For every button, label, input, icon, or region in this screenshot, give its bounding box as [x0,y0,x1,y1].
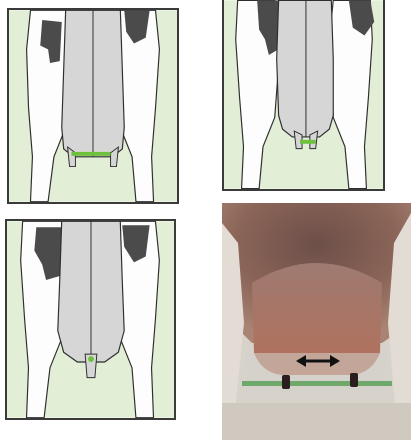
cow-rear-illustration [9,10,177,202]
illustration-panel-top-left [7,8,179,204]
udder-floor-marker [300,140,316,144]
illustration-panel-bottom-left [5,219,176,420]
teat-left [282,375,290,389]
pen-rail [242,381,392,386]
ground [222,403,411,440]
udder-floor-marker [88,356,94,362]
udder [277,0,334,137]
illustration-panel-top-right [222,0,385,191]
udder-photo-panel [222,203,411,440]
cow-udder-photo [222,203,411,440]
pen-background [246,353,386,393]
cow-rear-illustration [7,221,174,418]
udder-floor-marker [72,152,111,156]
cow-rear-illustration [224,0,383,189]
teat-right [350,373,358,387]
